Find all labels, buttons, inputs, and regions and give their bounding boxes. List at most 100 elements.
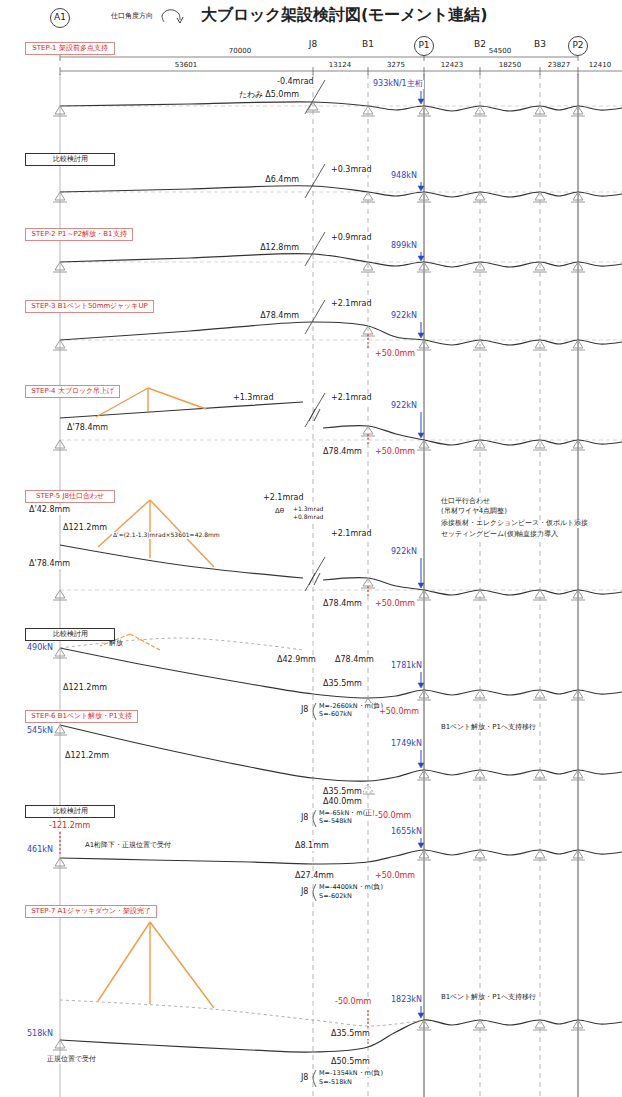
support-symbol <box>475 192 485 200</box>
support-base <box>533 450 547 451</box>
pier-circle: P2 <box>568 36 588 56</box>
support-symbol <box>363 784 373 792</box>
support-base <box>473 450 487 451</box>
support-base <box>417 202 431 203</box>
support-base <box>417 780 431 781</box>
annotation-label: Δ35.5mm <box>330 1030 371 1039</box>
support-base <box>533 700 547 701</box>
node-text: P2 <box>572 41 583 51</box>
reaction-force: 1823kN <box>390 996 423 1005</box>
step-box: STEP-1 架設前多点支持 <box>25 42 115 55</box>
reaction-arrowhead <box>418 186 424 191</box>
annotation-label: 18250 <box>498 62 522 70</box>
support-base <box>571 860 585 861</box>
support-base <box>473 350 487 351</box>
annotation-label: Δ121.2mm <box>64 752 110 761</box>
pier-circle: A1 <box>50 8 70 28</box>
support-base <box>417 272 431 273</box>
reaction-force: 545kN <box>26 727 54 736</box>
drawing-title: 大ブロック架設検討図(モーメント連結) <box>200 6 489 24</box>
support-symbol <box>535 590 545 598</box>
support-symbol <box>535 440 545 448</box>
support-base <box>571 1030 585 1031</box>
jack-displacement-value: +50.0mm <box>378 708 420 717</box>
girder-line <box>60 322 622 345</box>
reaction-arrow <box>421 672 422 684</box>
support-symbol <box>55 1040 65 1048</box>
annotation-label: B3 <box>533 40 547 50</box>
support-base <box>571 116 585 117</box>
support-base <box>533 860 547 861</box>
reaction-force: 490kN <box>26 644 54 653</box>
annotation-label: Δ42.9mm <box>276 656 317 665</box>
reaction-force: 518kN <box>26 1030 54 1039</box>
girder-line <box>60 850 622 864</box>
lifting-wire <box>98 922 150 1001</box>
annotation-label: -0.4mrad <box>276 78 315 87</box>
girder-line <box>60 648 622 698</box>
dimension-tick <box>313 67 314 75</box>
comparison-box: 比較検討用 <box>25 628 115 641</box>
bracket <box>313 884 316 901</box>
support-symbol <box>535 106 545 114</box>
annotation-label: 3275 <box>386 62 406 70</box>
support-base <box>53 450 67 451</box>
annotation-label: M=-2660kN・m(負) <box>318 703 384 710</box>
annotation-label: +0.8mrad <box>292 514 324 521</box>
annotation-label: S=-607kN <box>318 711 353 718</box>
reaction-force: 1749kN <box>390 740 423 749</box>
angle-indicator <box>305 393 325 427</box>
jack-displacement <box>368 334 369 348</box>
support-base <box>473 780 487 781</box>
annotation-label: Δ35.5mm <box>322 788 363 797</box>
support-base <box>53 735 67 736</box>
annotation-label: J8 <box>300 1074 309 1083</box>
support-base <box>571 780 585 781</box>
annotation-label: Δ78.4mm <box>322 600 363 609</box>
annotation-label: (吊材ワイヤ4点調整) <box>440 508 508 516</box>
support-symbol <box>535 192 545 200</box>
support-symbol <box>55 440 65 448</box>
annotation-label: +2.1mrad <box>330 300 373 309</box>
girder-line <box>60 725 622 781</box>
support-symbol <box>55 648 65 656</box>
dimension-tick <box>424 67 425 75</box>
reaction-arrowhead <box>418 256 424 261</box>
dimension-tick <box>368 67 369 75</box>
support-base <box>53 116 67 117</box>
node-text: STEP-1 架設前多点支持 <box>32 45 107 53</box>
step-box: STEP-7 A1ジャッキダウン・架設完了 <box>25 905 157 918</box>
jack-displacement <box>368 434 369 446</box>
reaction-force: 922kN <box>390 548 418 557</box>
girder-line <box>60 1020 622 1052</box>
node-text: 比較検討用 <box>53 808 88 816</box>
jack-displacement-value: -50.0mm <box>374 812 412 821</box>
reaction-force: 1655kN <box>390 828 423 837</box>
support-symbol <box>55 340 65 348</box>
reaction-arrowhead <box>418 1013 424 1018</box>
lifting-wire <box>150 922 214 1008</box>
support-symbol <box>363 326 373 334</box>
dimension-tick <box>480 67 481 75</box>
annotation-label: Δ40.0mm <box>322 798 363 807</box>
annotation-label: B1ベント解放・P1へ支持移行 <box>440 994 537 1002</box>
support-base <box>571 350 585 351</box>
girder-line <box>60 545 303 578</box>
support-symbol <box>475 770 485 778</box>
angle-indicator <box>305 164 325 198</box>
node-text: STEP-3 B1ベント50mmジャッキUP <box>31 303 148 311</box>
support-base <box>473 202 487 203</box>
node-text: STEP-5 J8仕口合わせ <box>36 493 104 501</box>
annotation-label: M=-1354kN・m(負) <box>318 1070 384 1077</box>
reaction-arrowhead <box>418 333 424 338</box>
annotation-label: Δ78.4mm <box>259 312 300 321</box>
support-symbol <box>475 340 485 348</box>
jack-displacement-value: +50.0mm <box>374 350 416 359</box>
node-text: A1 <box>54 13 66 23</box>
reaction-arrowhead <box>418 843 424 848</box>
support-symbol <box>573 590 583 598</box>
support-base <box>53 868 67 869</box>
support-symbol <box>573 690 583 698</box>
support-symbol <box>475 850 485 858</box>
lifting-wire <box>149 500 150 558</box>
